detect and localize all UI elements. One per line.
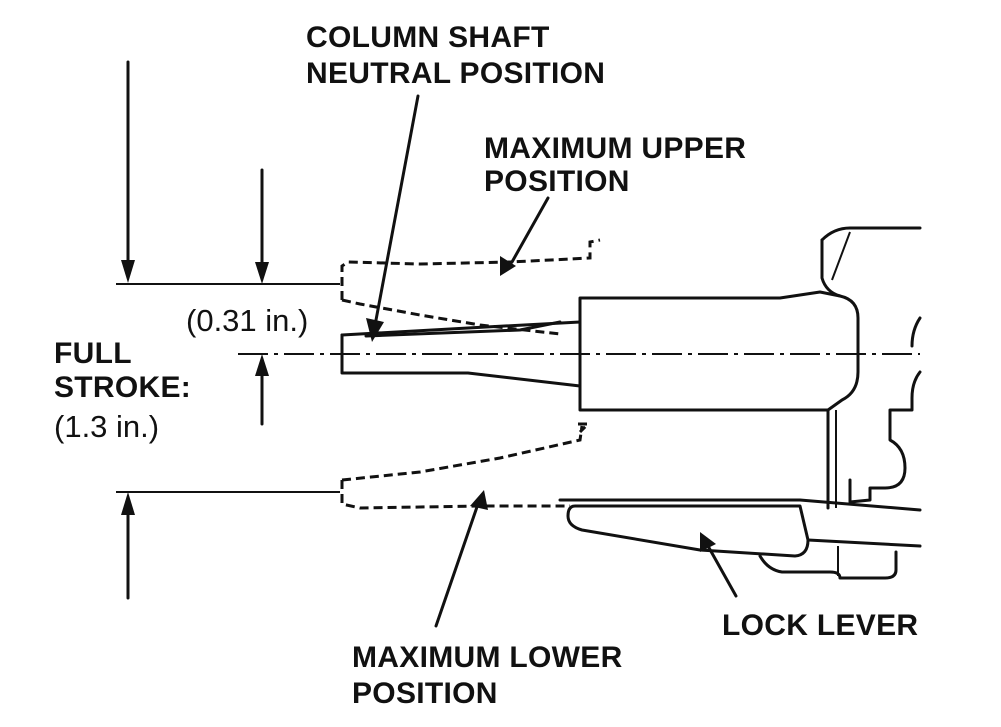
column-shaft-label-line2: NEUTRAL POSITION	[306, 57, 606, 90]
neutral-leader-arrowhead	[366, 318, 384, 342]
neutral-shaft-upper-taper	[364, 320, 562, 338]
lock-lever-leader-arrowhead	[700, 532, 716, 552]
upper-leader-line	[510, 196, 550, 264]
lock-lever-lower-edge	[806, 538, 922, 548]
full-stroke-top-arrowhead	[121, 260, 135, 283]
upper-bracket-edge	[831, 231, 851, 281]
lock-lever-body	[566, 504, 810, 558]
max-upper-label-line2: POSITION	[484, 165, 630, 198]
upper-bracket-side	[820, 238, 842, 298]
offset-bottom-arrowhead	[255, 354, 269, 376]
full-stroke-bottom-arrowhead	[121, 492, 135, 515]
lower-position-bottom-edge	[340, 480, 570, 510]
max-upper-label-line1: MAXIMUM UPPER	[484, 132, 747, 165]
offset-dimension-value: (0.31 in.)	[186, 303, 309, 338]
upper-leader-arrowhead	[500, 256, 516, 276]
column-housing	[578, 290, 860, 412]
lower-leader-arrowhead	[470, 490, 488, 510]
lock-lever-top	[558, 498, 922, 512]
full-stroke-label-line2: STROKE:	[54, 371, 192, 404]
right-bracket-curve-top	[910, 316, 922, 348]
full-stroke-label-line1: FULL	[54, 337, 132, 370]
upper-position-top-edge	[340, 238, 601, 300]
lower-position-top-edge	[341, 425, 584, 482]
lower-leader-line	[434, 502, 480, 628]
lock-lever-label: LOCK LEVER	[722, 609, 919, 642]
max-lower-label-line2: POSITION	[352, 677, 498, 710]
full-stroke-value: (1.3 in.)	[54, 409, 160, 444]
max-lower-label-line1: MAXIMUM LOWER	[352, 641, 623, 674]
neutral-leader-line	[374, 94, 420, 322]
column-shaft-label-line1: COLUMN SHAFT	[306, 21, 550, 54]
lock-lever-leader-line	[706, 544, 738, 598]
upper-bracket-top	[820, 226, 922, 242]
offset-top-arrowhead	[255, 262, 269, 284]
right-bracket-lower	[848, 370, 922, 504]
